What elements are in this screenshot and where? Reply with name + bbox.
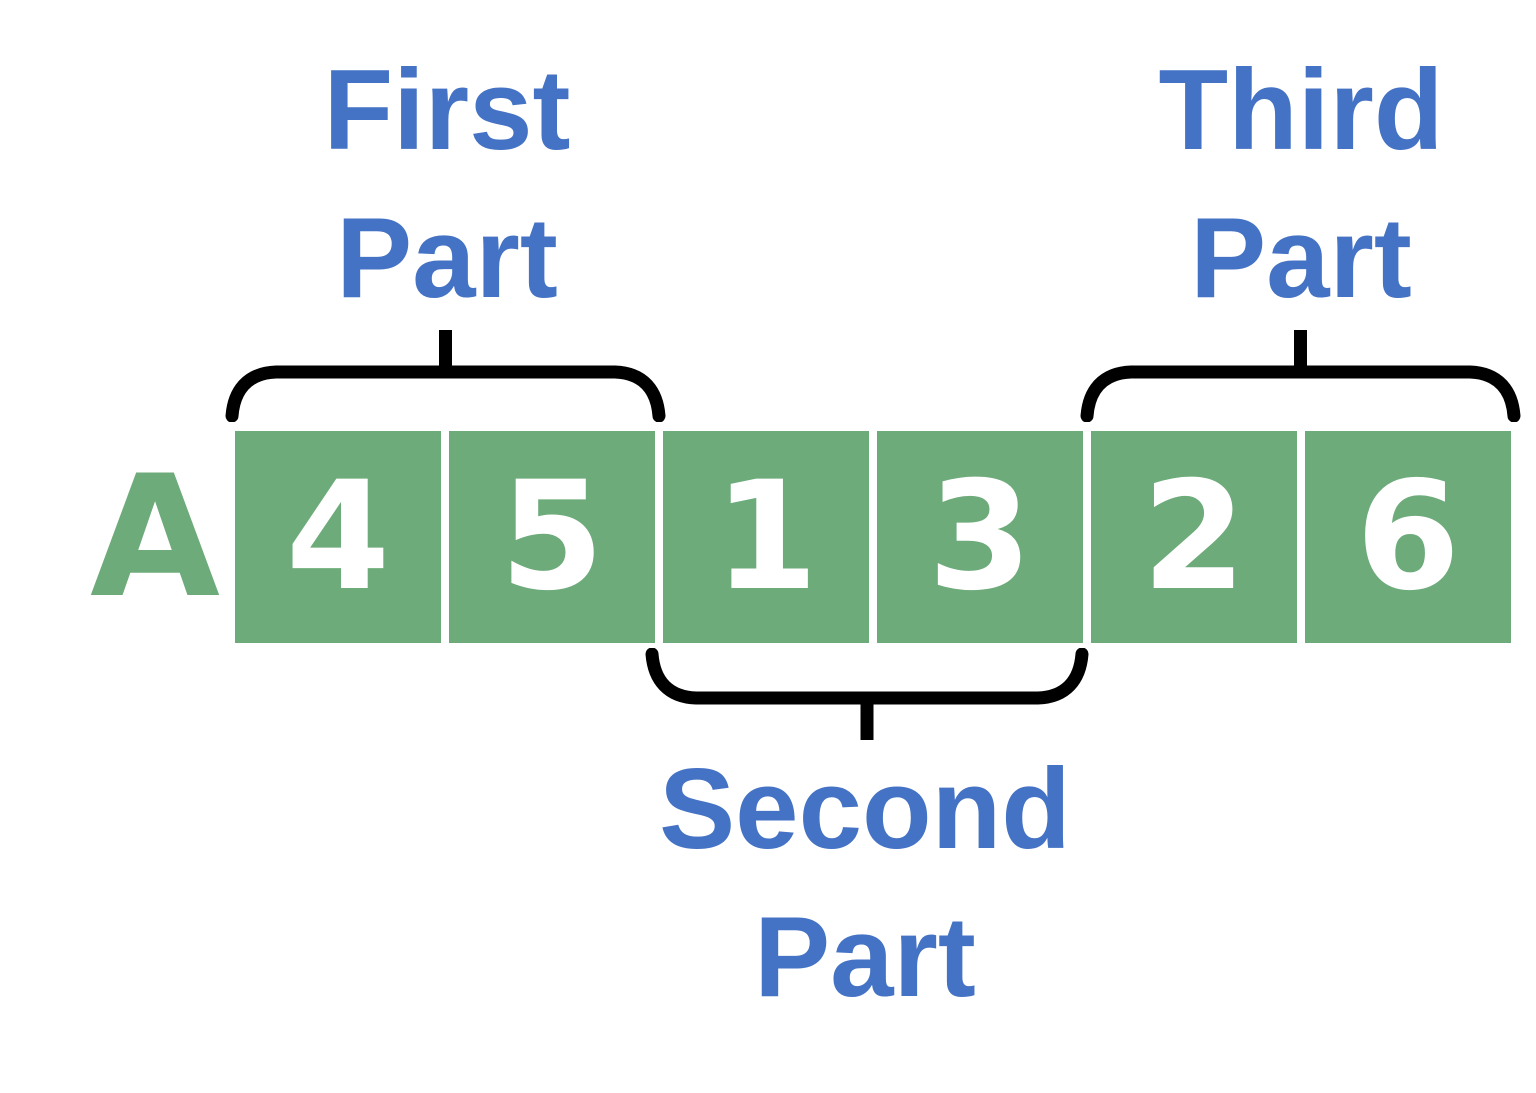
third-part-label: Third Part [1081,37,1521,333]
first-part-label-line2: Part [336,195,558,322]
second-part-label: Second Part [643,736,1087,1032]
array-cell-6: 6 [1305,431,1511,643]
third-part-label-line1: Third [1158,47,1444,174]
array-cell-2: 5 [449,431,655,643]
second-part-label-line1: Second [659,746,1071,873]
first-part-label-line1: First [323,47,571,174]
array-cell-1: 4 [235,431,441,643]
array-name-label: A [89,439,221,635]
first-part-brace-icon [225,330,666,422]
third-part-label-line2: Part [1190,195,1412,322]
second-part-brace-icon [645,648,1089,740]
array-cell-4: 3 [877,431,1083,643]
array-cell-5: 2 [1091,431,1297,643]
first-part-label: First Part [227,37,667,333]
array-cell-3: 1 [663,431,869,643]
third-part-brace-icon [1080,330,1521,422]
second-part-label-line2: Part [754,894,976,1021]
